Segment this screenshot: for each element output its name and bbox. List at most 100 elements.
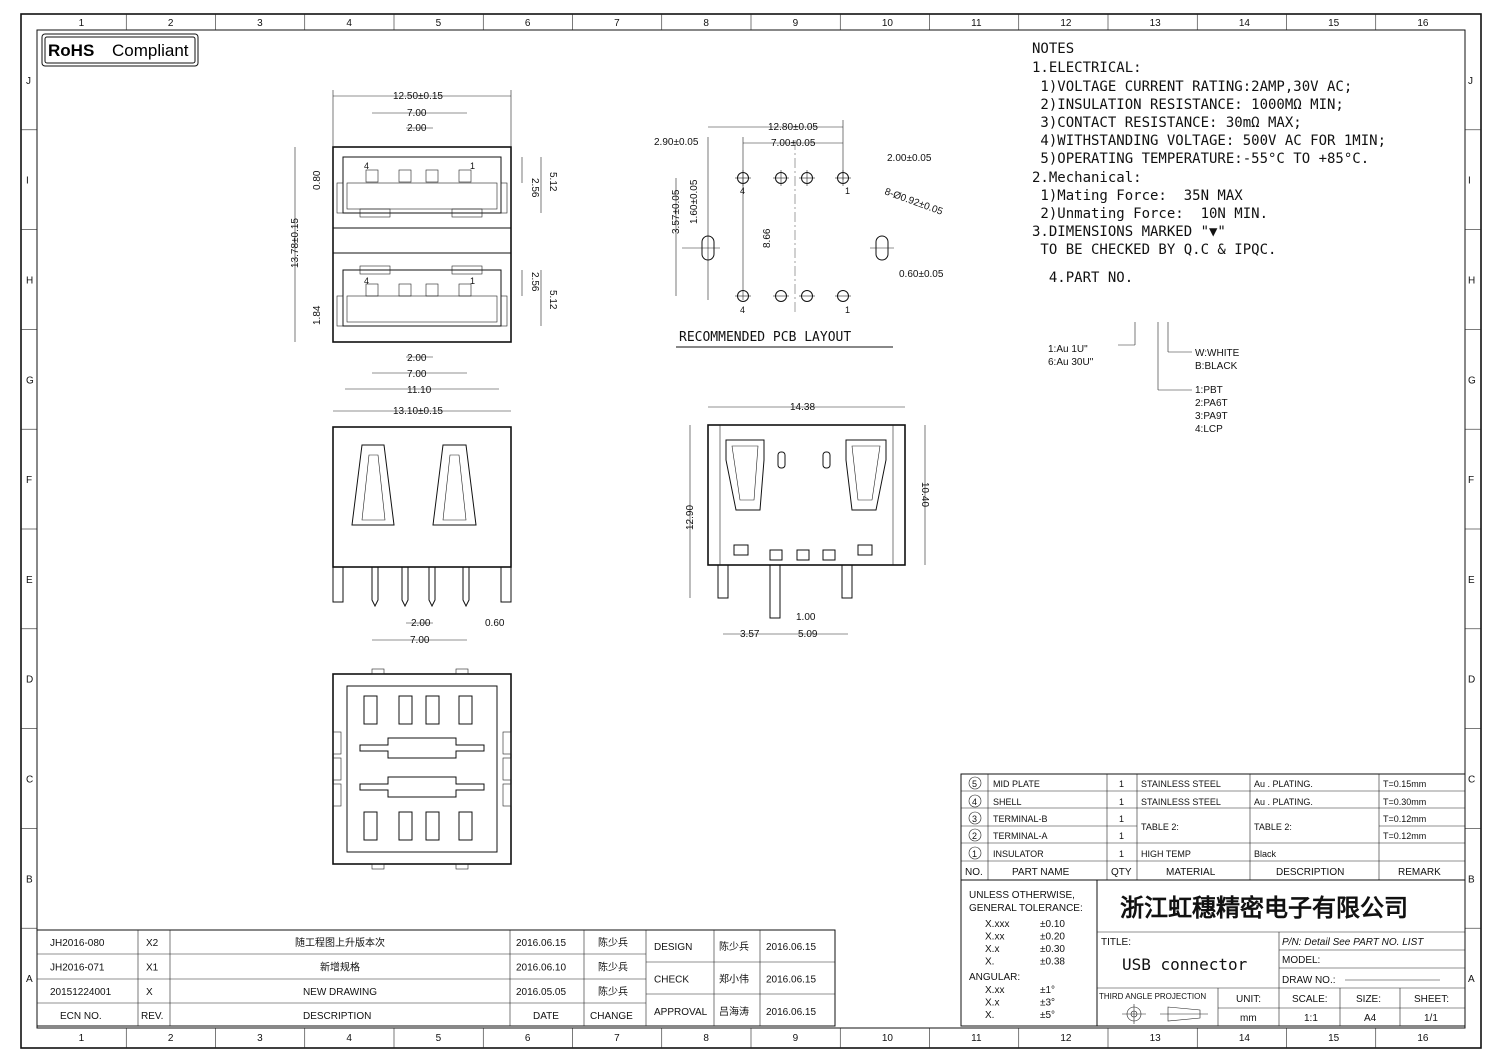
size-label: SIZE: [1356,994,1381,1005]
bom-qty: 1 [1119,814,1124,824]
note-line: 4.PART NO. [1032,270,1133,286]
dim-front-port-h2-b: 5.12 [547,290,558,310]
signoff-label: APPROVAL [654,1007,708,1018]
pcb-pin4-bot: 4 [740,305,745,315]
note-line: 2)INSULATION RESISTANCE: 1000MΩ MIN; [1032,97,1344,113]
dim-front-bot-width: 11.10 [407,385,432,396]
bom-part: TERMINAL-A [993,831,1048,841]
title-block: 浙江虹穗精密电子有限公司 TITLE: USB connector P/N: D… [1096,879,1466,1027]
col-mark-bottom: 15 [1328,1033,1340,1044]
col-mark-bottom: 6 [525,1033,531,1044]
rev-h-change: CHANGE [590,1011,633,1022]
col-mark-top: 5 [436,18,442,29]
note-line: 2.Mechanical: [1032,170,1142,186]
dim-side-pitch: 2.00 [411,618,431,629]
note-line: NOTES [1032,41,1074,57]
note-line: 1)Mating Force: 35N MAX [1032,188,1243,204]
bom-qty: 1 [1119,797,1124,807]
bom-no: 4 [972,797,977,807]
row-mark-left: E [26,575,33,586]
row-mark-right: B [1468,874,1475,885]
border-zone-marks: 1122334455667788991010111112121313141415… [21,14,1481,1048]
signoff-label: DESIGN [654,942,692,953]
tol-key: X. [985,957,994,968]
bom-desc: Au . PLATING. [1254,797,1313,807]
signoff-date: 2016.06.15 [766,1007,816,1018]
col-mark-top: 16 [1417,18,1429,29]
ang-val: ±5° [1040,1010,1055,1021]
dim-pcb-holes: 8-Ø0.92±0.05 [883,186,945,217]
rev-by: 陈少兵 [598,936,628,949]
bom-no: 5 [972,779,977,789]
dim-pcb-left: 2.90±0.05 [654,137,699,148]
tol-key: X.xxx [985,919,1009,930]
bom-part: MID PLATE [993,779,1040,789]
dim-side-pitch-outer: 7.00 [410,635,430,646]
size-value: A4 [1364,1013,1377,1024]
row-mark-left: G [26,375,34,386]
row-mark-right: E [1468,575,1475,586]
rev-h-ecn: ECN NO. [60,1011,102,1022]
rohs-badge: RoHS Compliant [41,33,199,67]
rev-date: 2016.06.10 [516,963,566,974]
col-mark-bottom: 14 [1239,1033,1251,1044]
dim-front-bot-pitch-outer: 7.00 [407,369,427,380]
tol-angular: ANGULAR: [969,972,1020,983]
dim-front-port-h1-b: 2.56 [529,272,540,292]
inner-frame [36,29,1466,1029]
rev-date: 2016.06.15 [516,938,566,949]
signoff-label: CHECK [654,975,689,986]
pcb-pin1-top: 1 [845,186,850,196]
bom-remark: T=0.12mm [1383,831,1426,841]
ang-key: X.xx [985,985,1004,996]
note-line: 3)CONTACT RESISTANCE: 30mΩ MAX; [1032,115,1302,131]
dim-front-width: 12.50±0.15 [393,91,443,102]
row-mark-right: J [1468,76,1473,87]
tol-val: ±0.10 [1040,919,1065,930]
pn-mat-2: 2:PA6T [1195,398,1228,409]
pn-mat-4: 4:LCP [1195,424,1223,435]
bom-material: HIGH TEMP [1141,849,1191,859]
tol-key: X.x [985,944,999,955]
tol-val: ±0.38 [1040,957,1065,968]
bom-material: TABLE 2: [1141,822,1179,832]
signoff-name: 陈少兵 [719,940,749,953]
tol-val: ±0.30 [1040,944,1065,955]
signoff-name: 郑小伟 [719,973,749,986]
sheet-value: 1/1 [1424,1013,1438,1024]
bom-remark: T=0.15mm [1383,779,1426,789]
dim-right-height: 12.90 [685,505,696,530]
col-mark-top: 15 [1328,18,1340,29]
pn-plating-2: 6:Au 30U" [1048,357,1094,368]
model-label: MODEL: [1282,955,1320,966]
col-mark-bottom: 7 [614,1033,620,1044]
bom-part: INSULATOR [993,849,1044,859]
pin1-top: 1 [470,161,475,171]
dim-pcb-v3: 8.66 [762,228,773,248]
pn-mat-1: 1:PBT [1195,385,1223,396]
front-view: 4 1 4 1 12.50±0.15 7.00 2.00 13.78±0.15 … [290,90,558,396]
tol-val: ±0.20 [1040,932,1065,943]
bom-part: TERMINAL-B [993,814,1048,824]
col-mark-top: 7 [614,18,620,29]
dim-pcb-v1: 3.57±0.05 [671,189,682,234]
col-mark-top: 1 [79,18,85,29]
row-mark-left: H [26,276,33,287]
dim-front-pitch-inner: 2.00 [407,123,427,134]
rev-desc: NEW DRAWING [303,987,377,998]
row-mark-left: F [26,475,32,486]
pin1-bot: 1 [470,276,475,286]
col-mark-top: 2 [168,18,174,29]
unit-value: mm [1240,1013,1257,1024]
side-view: 13.10±0.15 2.00 7.00 0.60 [332,406,512,646]
bom-h-remark: REMARK [1398,867,1441,878]
bom-remark: T=0.12mm [1383,814,1426,824]
dim-right-width: 14.38 [790,402,815,413]
